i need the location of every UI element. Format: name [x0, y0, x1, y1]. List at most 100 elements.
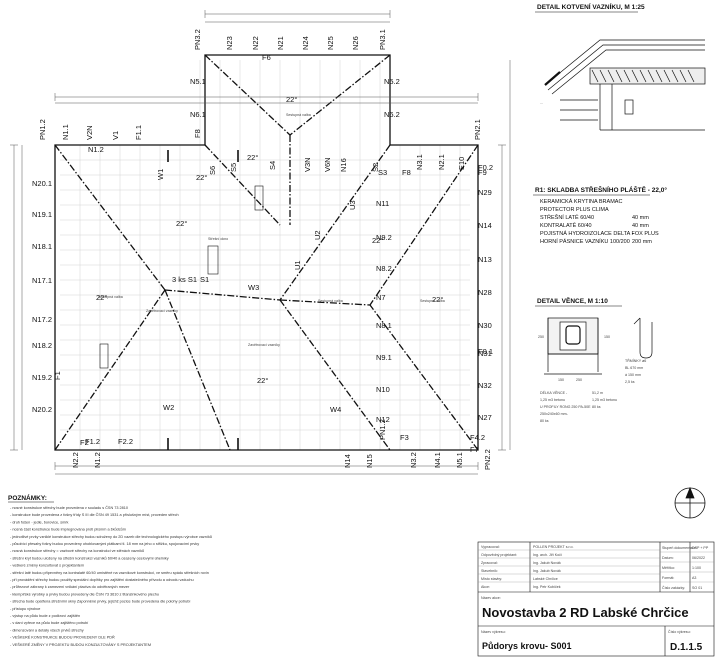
ridge-label: N8.2: [376, 264, 392, 273]
note-line: - výstup na půdu bude z podkroví zajiště…: [10, 614, 80, 618]
title-block-row-label: Akce:: [481, 585, 490, 589]
note-line: - druh fošen - jedle, borovice, smrk: [10, 520, 69, 524]
ridge-label: F8: [193, 129, 202, 138]
region-label: Sestupná valba: [286, 113, 311, 117]
ridge-label: S6: [208, 166, 217, 175]
note-line: - nosná část konstrukce bude impregnován…: [10, 528, 126, 532]
ridge-label: F9: [478, 168, 487, 177]
ridge-label: N18.1: [32, 242, 52, 251]
region-label: Zavětrovací vazníky: [248, 343, 280, 347]
note-line: - VEŠKERÉ ZMĚNY V PROJEKTU BUDOU KONZULT…: [10, 642, 151, 647]
ridge-label: F2: [80, 438, 89, 447]
detail-eaves: DETAIL KOTVENÍ VAZNÍKU, M 1:25 ...: [535, 2, 706, 131]
title-block: [477, 541, 715, 657]
title-block-row-label: Odpovědný projektant:: [481, 553, 517, 557]
ridge-label: N32: [478, 381, 492, 390]
ridge-label: F1: [53, 371, 62, 380]
ridge-label: N27: [478, 413, 492, 422]
ridge-label: PN3.1: [378, 29, 387, 50]
title-block-side-value: A3: [692, 576, 696, 580]
ridge-label: V6N: [323, 157, 332, 172]
slope-angle: 22°: [286, 95, 297, 104]
ridge-label: N28: [478, 288, 492, 297]
title-block-side-label: Číslo zakázky:: [662, 585, 685, 590]
ridge-label: N2.2: [71, 452, 80, 468]
note-line: - klempířské výrobky a prvky budou prove…: [10, 591, 159, 596]
ridge-label: F0.2: [478, 163, 493, 172]
section-marks: [167, 150, 239, 450]
ring-dim-2: 250: [576, 378, 582, 382]
ridge-label: S1: [200, 275, 209, 284]
ring-dim-3: 150: [604, 335, 610, 339]
note-line: - nosné konstrukce střechy bude proveden…: [10, 505, 128, 510]
detail-ring: DETAIL VĚNCE, M 1:10 150 250 150 250 TŘM…: [535, 296, 653, 423]
ridge-label: N14: [478, 221, 492, 230]
note-line: - přístupu výrobce: [10, 607, 40, 611]
note-line: - konstrukce bude provedena z fošny tříd…: [10, 512, 179, 517]
ridge-label: V1: [111, 131, 120, 140]
ring-stirrup-line: BL 670 mm: [625, 366, 643, 370]
roof-window-count: 3 ks S1: [172, 275, 197, 284]
composition-layer-value: 40 mm: [632, 223, 649, 229]
title-block-row-label: Vypracoval:: [481, 545, 500, 549]
ridge-label: N8.1: [376, 321, 392, 330]
notes: POZNÁMKY: - nosné konstrukce střechy bud…: [8, 493, 212, 647]
ridge-label: F2.2: [118, 437, 133, 446]
note-line: - veškeré změny konzultovat s projektant…: [10, 564, 84, 568]
ridge-label: N18.2: [32, 341, 52, 350]
ridge-label: PN2.1: [473, 119, 482, 140]
drawing-number: D.1.1.5: [670, 642, 703, 653]
ridge-label: N5.1: [190, 77, 206, 86]
slope-angle: 22°: [196, 173, 207, 182]
ridge-label: N1.2: [93, 452, 102, 468]
ridge-label: N21: [276, 36, 285, 50]
project-label: Název akce:: [481, 596, 501, 600]
title-block-side-value: SO 01: [692, 586, 702, 590]
title-block-side-label: Datum:: [662, 556, 674, 560]
ridge-label: N16: [339, 158, 348, 172]
title-block-row-value: POLLEN PROJEKT s.r.o.: [533, 545, 573, 549]
note-line: - průřezové zábrany k zamezení vnikání p…: [10, 585, 130, 589]
ridge-label: N9.2: [376, 233, 392, 242]
region-label: Zavětrovací vazníky: [146, 309, 178, 313]
ridge-label: N7: [376, 293, 386, 302]
ring-note-value: 1,25 m3 betonu: [592, 398, 617, 402]
ridge-label: F7: [470, 445, 479, 454]
roof-composition: R1: SKLADBA STŘEŠNÍHO PLÁŠTĚ - 22,0° KER…: [533, 185, 667, 245]
ring-note-value: 80 ks: [592, 405, 601, 409]
ridge-label: F3: [400, 433, 409, 442]
composition-layer-name: STŘEŠNÍ LATĚ 60/40: [540, 213, 594, 221]
ridge-label: F1.2: [85, 437, 100, 446]
ridge-label: N2.1: [437, 154, 446, 170]
detail-eaves-title: DETAIL KOTVENÍ VAZNÍKU, M 1:25: [537, 2, 645, 11]
drawing-label: Název výkresu:: [481, 630, 506, 634]
north-arrow-icon: [674, 486, 706, 519]
ridge-label: N14: [343, 454, 352, 468]
ridge-label: F1.1: [134, 125, 143, 140]
ridge-label: N17.1: [32, 276, 52, 285]
ridge-label: V3N: [303, 157, 312, 172]
title-block-row-value: Ing. Jakub Novák: [533, 569, 561, 573]
dimension-lines: [10, 10, 511, 475]
ring-note-line: 80 ks: [540, 419, 549, 423]
region-label: Sestupná valba: [98, 295, 123, 299]
title-block-rows: Vypracoval: POLLEN PROJEKT s.r.o. Odpovědn…: [481, 545, 573, 589]
region-label: Sestupná valba: [318, 299, 343, 303]
composition-layer-value: -: [632, 231, 634, 237]
ridge-label: N31: [478, 349, 492, 358]
ring-dim-4: 250: [538, 335, 544, 339]
ridge-label: F0.1: [478, 347, 493, 356]
ridge-label: N6.1: [190, 110, 206, 119]
ridge-label: N24: [301, 36, 310, 50]
note-line: - nosná konstrukce střechy = vazbové stř…: [10, 549, 144, 553]
ring-note-line: DÉLKA VĚNCE -: [540, 390, 568, 395]
ridge-label: N13: [478, 255, 492, 264]
composition-layer-name: PROTECTOR PLUS CLIMA: [540, 207, 609, 213]
ridge-label: PN1.2: [378, 419, 387, 440]
ridge-label: N22: [251, 36, 260, 50]
title-block-side: Stupeň dokumentace:DSP + PPDatum:06/2022…: [662, 546, 709, 590]
